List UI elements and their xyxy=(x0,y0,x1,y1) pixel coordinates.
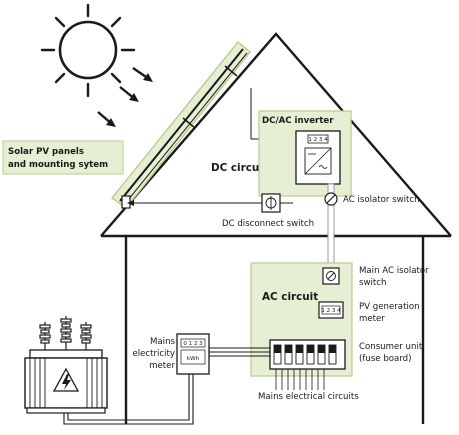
underground-cable xyxy=(63,374,194,425)
consumer-unit-label-line1: Consumer unit xyxy=(359,342,423,352)
solar-panel-array xyxy=(110,41,251,209)
dc-circuit-label: DC circuit xyxy=(211,162,268,174)
mains-meter-label-line2: electricity xyxy=(132,349,175,359)
pv-generation-meter: 1 2 3 4 xyxy=(318,301,344,319)
mains-meter-label-line1: Mains xyxy=(150,337,176,347)
inverter-label: DC/AC inverter xyxy=(262,116,334,126)
solar-panels-label-line1: Solar PV panels xyxy=(8,147,84,157)
transformer-icon xyxy=(24,316,108,414)
sunray-arrow-icon xyxy=(97,67,153,127)
consumer-unit xyxy=(269,339,346,370)
sun-icon xyxy=(40,3,136,98)
mains-circuit-wires xyxy=(275,369,325,390)
main-ac-isolator-label-line1: Main AC isolator xyxy=(359,266,429,276)
solar-panels-label-line2: and mounting sytem xyxy=(8,160,108,170)
pv-meter-label-line1: PV generation xyxy=(359,302,420,312)
mains-feed-cable xyxy=(209,347,270,357)
mains-meter-display: 0 1 2 3 xyxy=(183,341,203,347)
consumer-unit-label-line2: (fuse board) xyxy=(359,354,412,364)
ac-isolator-switch xyxy=(324,192,338,206)
mains-circuits-label: Mains electrical circuits xyxy=(258,392,359,402)
pv-meter-label-line2: meter xyxy=(359,314,385,324)
solar-panels-label: Solar PV panels and mounting sytem xyxy=(2,140,124,175)
ac-circuit-label: AC circuit xyxy=(262,291,318,303)
main-ac-isolator-switch xyxy=(322,267,340,285)
dc-disconnect-label: DC disconnect switch xyxy=(222,219,314,229)
dc-ac-inverter: DC/AC inverter 1 2 3 4 xyxy=(258,110,352,197)
mains-electricity-meter: 0 1 2 3 kWh xyxy=(176,333,210,375)
lightning-icon xyxy=(52,367,80,392)
pv-meter-display: 1 2 3 4 xyxy=(321,308,341,314)
main-ac-isolator-label-line2: switch xyxy=(359,278,386,288)
ac-isolator-label: AC isolator switch xyxy=(343,195,420,205)
dc-disconnect-switch xyxy=(261,193,281,213)
house-outline xyxy=(100,32,452,424)
kwh-label: kWh xyxy=(187,356,200,362)
inverter-display: 1 2 3 4 xyxy=(308,137,328,143)
mains-meter-label-line3: meter xyxy=(149,361,175,371)
